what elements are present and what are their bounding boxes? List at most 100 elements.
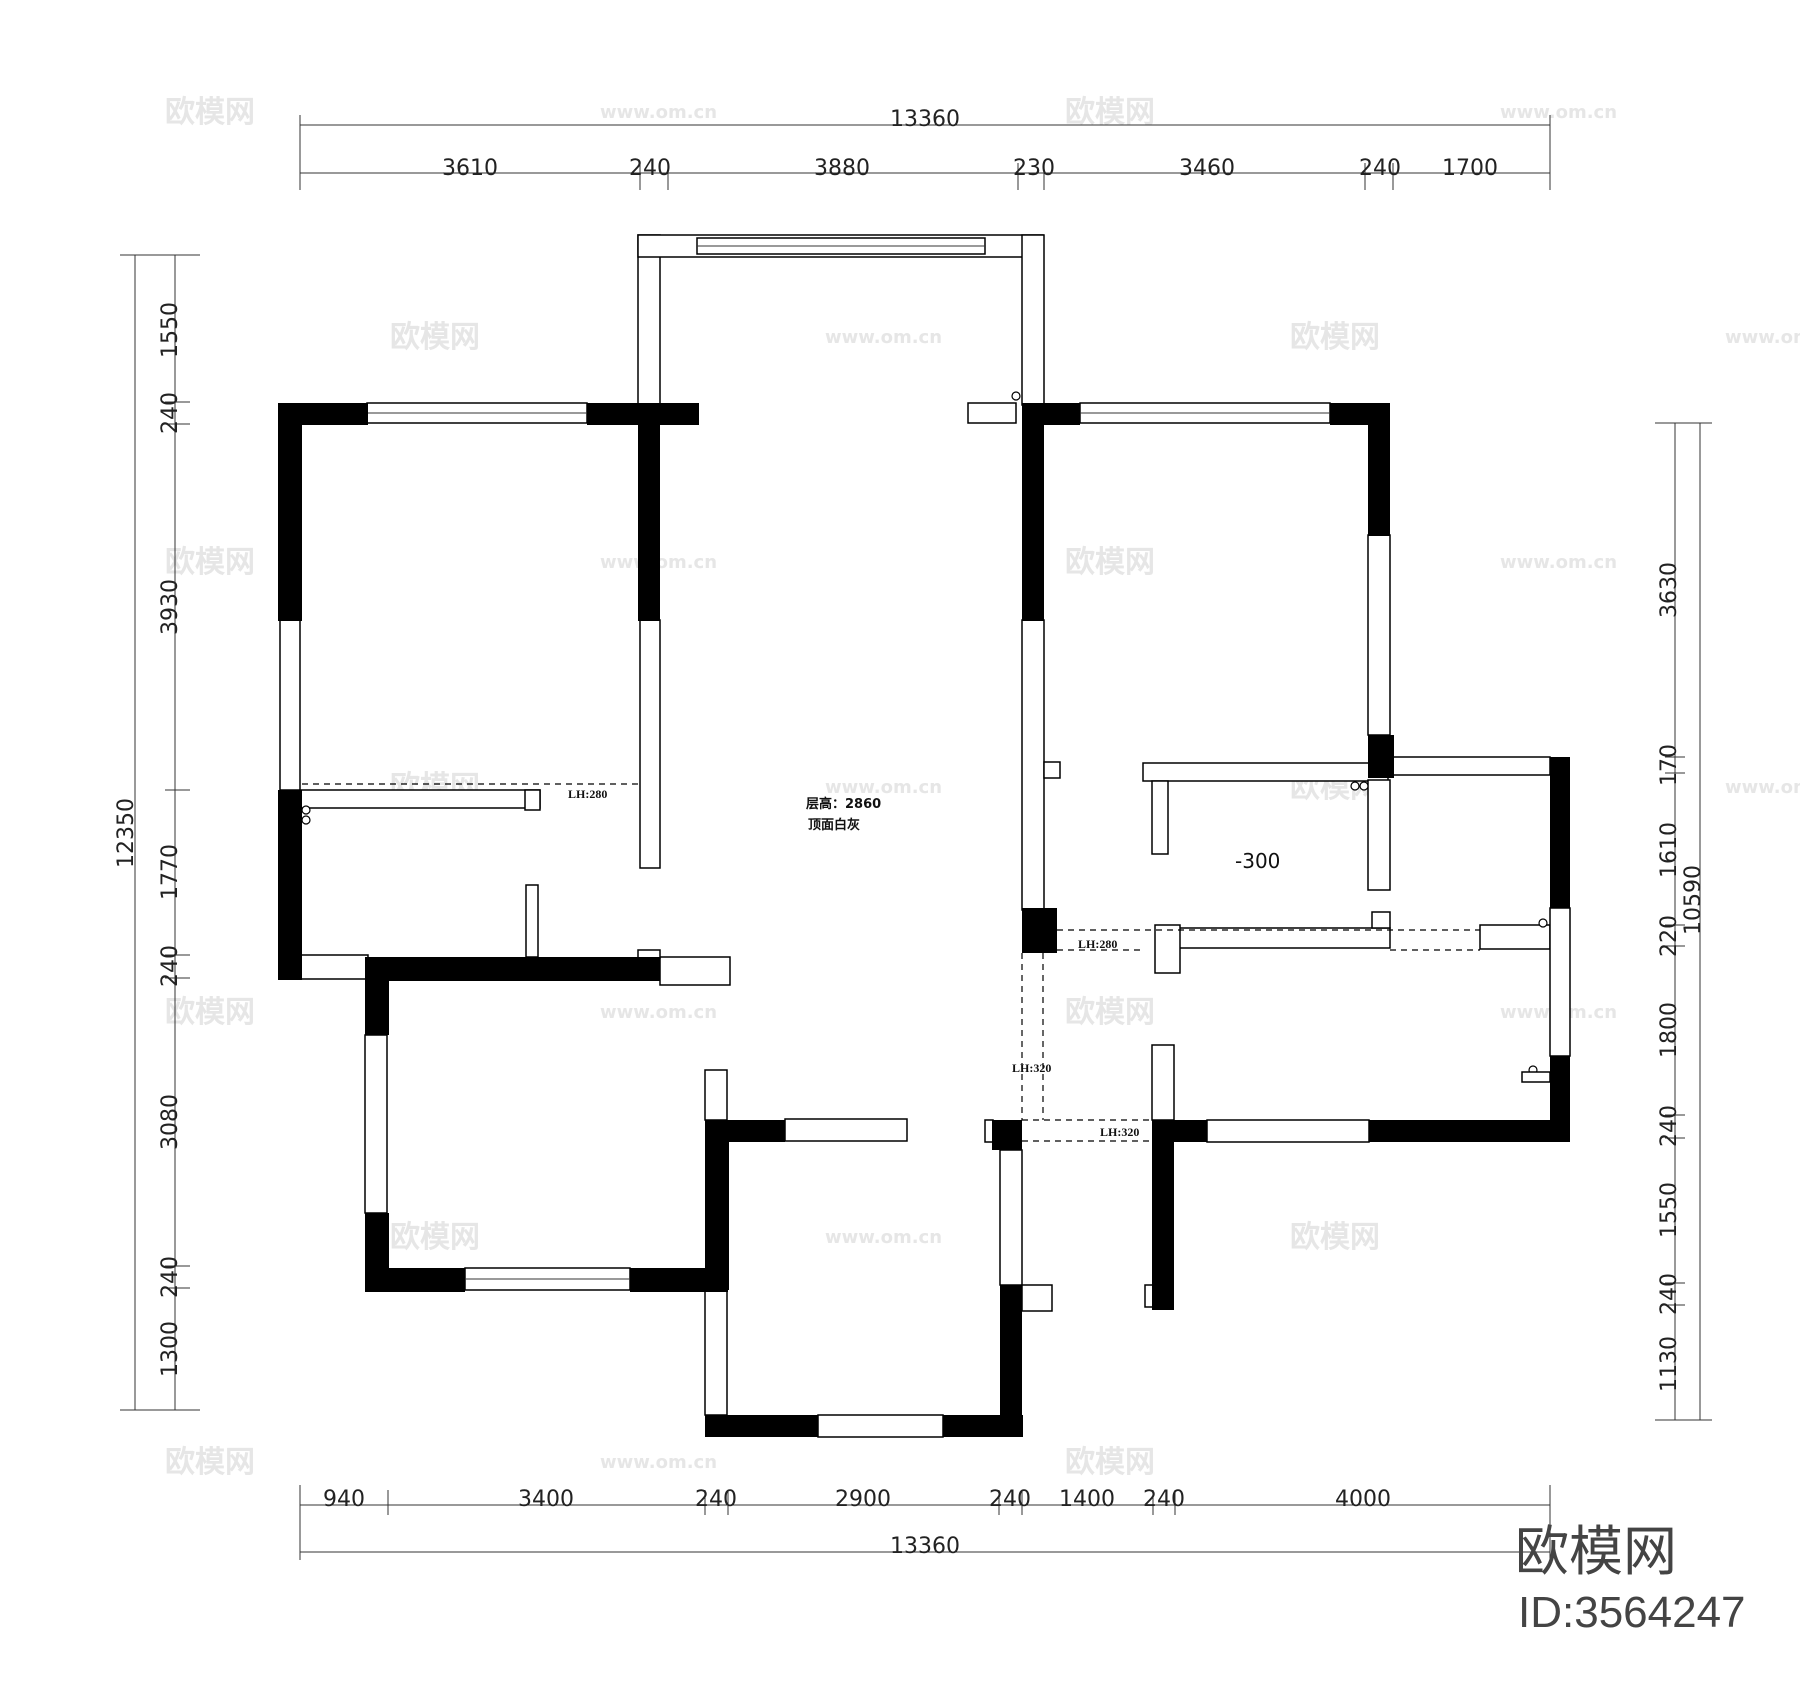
left-segment-dimension: 1770 — [158, 844, 183, 900]
right-total-dimension: 10590 — [1681, 865, 1706, 935]
right-segment-dimension: 220 — [1657, 915, 1682, 957]
partition-wall — [784, 1118, 908, 1142]
partition-wall — [637, 949, 661, 959]
watermark-brand: 欧模网 — [165, 995, 255, 1030]
left-segment-dimension: 3080 — [158, 1094, 183, 1150]
fixtures — [301, 391, 1551, 1083]
window — [364, 1034, 388, 1214]
partition-wall — [967, 402, 1017, 424]
site-logo: 欧模网 ID:3564247 — [1515, 1520, 1746, 1637]
partition-wall — [524, 789, 541, 811]
structural-wall — [638, 403, 660, 621]
right-segment-dimension: 1550 — [1657, 1182, 1682, 1238]
bottom-segment-dimension: 1400 — [1059, 1487, 1115, 1512]
bottom-segment-dimension: 240 — [989, 1487, 1031, 1512]
fixture-icon — [301, 815, 311, 825]
right-segment-dimension: 1130 — [1657, 1336, 1682, 1392]
watermark-brand: 欧模网 — [1065, 545, 1155, 580]
watermark-brand: 欧模网 — [1065, 95, 1155, 130]
top-segment-dimension: 3460 — [1179, 156, 1235, 181]
ceiling-height-note: 层高：2860 — [806, 796, 881, 812]
top-segment-dimension: 240 — [629, 156, 671, 181]
watermark-url: www.om.cn — [1500, 102, 1617, 123]
watermark-url: www.om.cn — [825, 1227, 942, 1248]
bottom-segment-dimension: 4000 — [1335, 1487, 1391, 1512]
annotations: 层高：2860 顶面白灰 LH:280 LH:280 LH:320 LH:320… — [568, 787, 1280, 1139]
partition-wall — [1021, 1284, 1053, 1312]
partition-wall — [1021, 619, 1045, 911]
watermark-brand: 欧模网 — [165, 95, 255, 130]
left-dimensions: 12350 1550 240 3930 1770 240 3080 240 13… — [114, 254, 200, 1411]
logo-brand: 欧模网 — [1515, 1520, 1677, 1583]
right-segment-dimension: 240 — [1657, 1273, 1682, 1315]
partition-wall — [639, 619, 661, 869]
wardrobe — [299, 789, 541, 809]
structural-wall — [1550, 757, 1570, 908]
window — [1367, 779, 1391, 891]
watermark-url: www.om.cn — [600, 1452, 717, 1473]
partition-wall — [1043, 761, 1061, 779]
beam-height-label: LH:280 — [568, 787, 607, 801]
top-segment-dimension: 3880 — [814, 156, 870, 181]
structural-wall — [705, 1120, 785, 1142]
watermark-url: www.om.cn — [825, 777, 942, 798]
fixture-icon — [1521, 1071, 1551, 1083]
structural-wall — [365, 957, 389, 1035]
ceiling-finish-note: 顶面白灰 — [808, 817, 860, 833]
bottom-segment-dimension: 240 — [695, 1487, 737, 1512]
watermark-brand: 欧模网 — [165, 1445, 255, 1480]
fixture-icon — [1538, 918, 1548, 928]
structural-wall — [278, 790, 302, 980]
left-total-dimension: 12350 — [114, 798, 139, 868]
watermark-brand: 欧模网 — [1290, 1220, 1380, 1255]
partition-wall — [1021, 234, 1045, 406]
structural-walls — [278, 403, 1570, 1437]
partition-wall — [659, 956, 731, 986]
left-segment-dimension: 240 — [158, 392, 183, 434]
partition-wall — [1144, 1284, 1154, 1308]
structural-wall — [1000, 1285, 1022, 1437]
watermark-url: www.om.cn — [825, 327, 942, 348]
wardrobe — [1142, 762, 1389, 782]
watermark-url: www.om.cn — [1725, 327, 1800, 348]
watermark-brand: 欧模网 — [390, 1220, 480, 1255]
partition-wall — [1164, 927, 1391, 949]
partition-wall — [1389, 756, 1551, 776]
left-segment-dimension: 1550 — [158, 302, 183, 358]
right-segment-dimension: 170 — [1657, 744, 1682, 786]
structural-column — [992, 1120, 1022, 1150]
structural-wall — [365, 1268, 465, 1292]
structural-wall — [365, 957, 660, 981]
level-difference-label: -300 — [1235, 849, 1280, 873]
partition-wall — [637, 234, 661, 406]
structural-wall — [1368, 403, 1390, 536]
right-segment-dimension: 3630 — [1657, 562, 1682, 618]
bottom-segment-dimension: 240 — [1143, 1487, 1185, 1512]
watermark-brand: 欧模网 — [1065, 995, 1155, 1030]
beam-height-label: LH:280 — [1078, 937, 1117, 951]
structural-wall — [1152, 1120, 1174, 1310]
watermark-brand: 欧模网 — [165, 545, 255, 580]
partition-wall — [1151, 780, 1169, 855]
structural-wall — [705, 1415, 818, 1437]
window — [1367, 534, 1391, 736]
top-segment-dimension: 240 — [1359, 156, 1401, 181]
right-segment-dimension: 1610 — [1657, 822, 1682, 878]
beam-height-label: LH:320 — [1012, 1061, 1051, 1075]
fixture-icon — [1350, 781, 1360, 791]
structural-column — [1022, 908, 1057, 953]
fixture-icon — [1359, 781, 1369, 791]
top-dimensions: 13360 3610 240 3880 230 3460 240 1700 — [299, 107, 1551, 190]
structural-wall — [1369, 1120, 1570, 1142]
partition-wall — [984, 1119, 994, 1143]
window — [1479, 924, 1551, 950]
watermarks: 欧模网 www.om.cn 欧模网 www.om.cn 欧模网 www.om.c… — [165, 95, 1800, 1480]
structural-column — [1368, 735, 1394, 778]
partition-wall — [704, 1069, 728, 1121]
structural-wall — [278, 403, 302, 621]
fixture-icon — [1011, 391, 1021, 401]
window — [1206, 1119, 1370, 1143]
window — [299, 954, 369, 980]
watermark-url: www.om.cn — [1500, 552, 1617, 573]
